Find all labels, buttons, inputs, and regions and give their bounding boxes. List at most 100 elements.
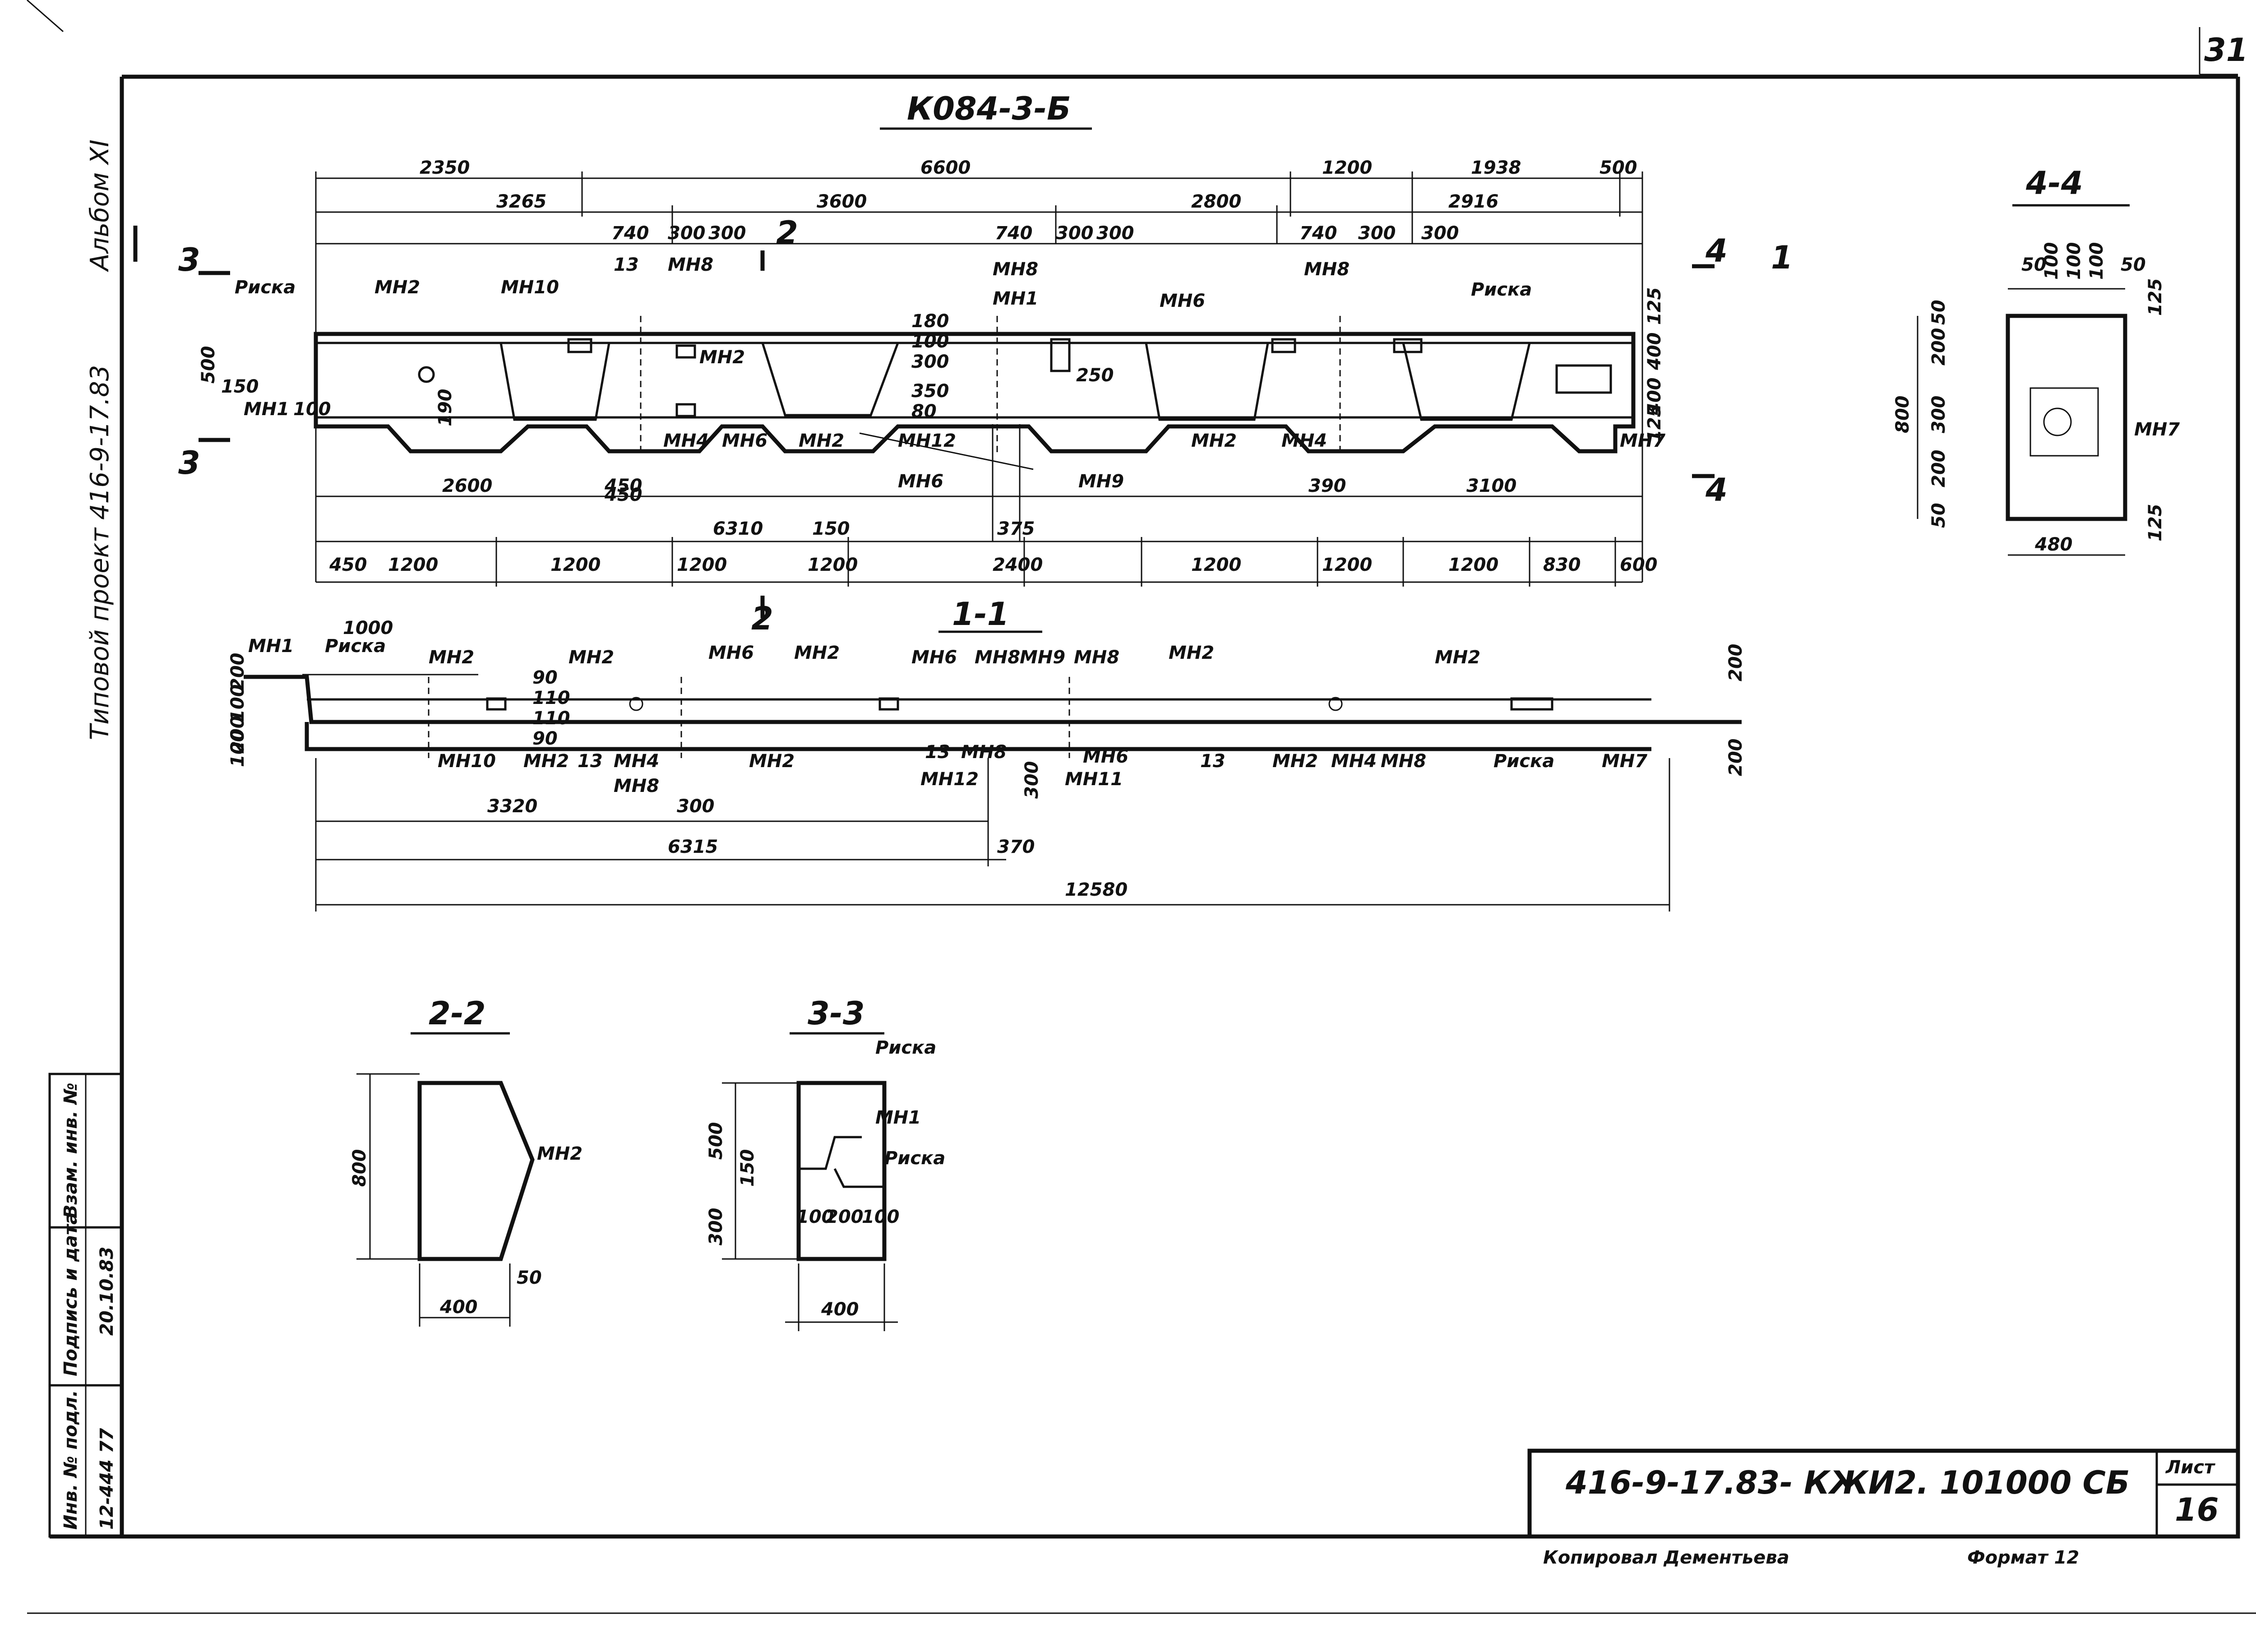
stamp-code: 416-9-17.83- КЖИ2. 101000 СБ [1565, 1464, 2130, 1501]
sec44-dim-13: 125 [2145, 278, 2166, 316]
sec33-dim-500: 500 [706, 1122, 726, 1160]
dim-side-10: 400 [1644, 333, 1665, 371]
section-4-4-title: 4-4 [2025, 165, 2083, 202]
sec22-dim-50: 50 [517, 1268, 542, 1288]
sec44-dim-3: 100 [2064, 242, 2085, 280]
section-mark-4a: 4 [1705, 232, 1728, 269]
left-stamp: Инв. № подл. Подпись и дата Взам. инв. №… [48, 1073, 123, 1538]
dim-row3-4: 740 [995, 223, 1033, 244]
dim-bot3-4: 1200 [677, 555, 727, 575]
sec33-riska-a: Риска [875, 1037, 936, 1058]
dim-row2-1: 3265 [496, 191, 546, 212]
left-stamp-date-value: 20.10.83 [97, 1247, 117, 1336]
title-block: 416-9-17.83- КЖИ2. 101000 СБ Лист 16 Коп… [1527, 1448, 2240, 1568]
sec11-mn2-h: МН2 [1272, 751, 1318, 772]
sec22-label-mn2: МН2 [537, 1143, 582, 1164]
section-1-1: 1-1 МН1 Риска МН2 МН2 МН6 МН2 МН6 МН8 МН… [227, 596, 1746, 912]
sec11-mn2-b: МН2 [569, 647, 614, 668]
sec11-riska-b: Риска [1493, 751, 1554, 772]
label-mn6-c: МН6 [1160, 291, 1205, 311]
sec11-mn8-b: МН8 [1074, 647, 1119, 668]
sec11-dim-300: 300 [677, 796, 715, 817]
dim-top-4: 1938 [1471, 157, 1521, 178]
sec11-dim-3320: 3320 [487, 796, 537, 817]
label-13-a: 13 [614, 255, 639, 275]
sec44-dim-1: 50 [2021, 255, 2047, 275]
label-mn10: МН10 [501, 277, 559, 298]
sec11-dim-370: 370 [997, 837, 1035, 857]
sec44-dim-6: 50 [1928, 300, 1949, 325]
dim-side-5: 100 [911, 331, 949, 352]
section-1-1-title: 1-1 [952, 596, 1009, 633]
sec11-mn2-d: МН2 [1169, 643, 1214, 663]
sec33-dim-300: 300 [706, 1208, 726, 1246]
sec11-dim-g: 90 [532, 728, 558, 749]
sec11-mn2-a: МН2 [429, 647, 474, 668]
sec11-dim-c: 200 [227, 716, 248, 754]
sec44-label-mn7: МН7 [2134, 419, 2180, 440]
sec22-dim-400: 400 [439, 1297, 478, 1318]
sec44-dim-4: 100 [2086, 242, 2107, 280]
sec11-13-b: 13 [925, 742, 950, 763]
dim-row3-1: 740 [611, 223, 649, 244]
dim-side-11: 400 [1644, 378, 1665, 416]
sec11-mn4-b: МН4 [1331, 751, 1377, 772]
sec11-mn10: МН10 [438, 751, 496, 772]
sec33-dim-100b: 100 [862, 1207, 900, 1227]
sec11-mn2-c: МН2 [794, 643, 840, 663]
dim-bot-2: 450 [604, 476, 643, 496]
stamp-sheet-label: Лист [2165, 1457, 2216, 1478]
dim-side-2: 150 [221, 376, 259, 397]
label-mn2-c: МН2 [799, 430, 844, 451]
dim-row3-5: 300 [1056, 223, 1094, 244]
sec11-riska: Риска [325, 636, 386, 657]
label-mn1-b: МН1 [993, 288, 1038, 309]
sec11-mn8-e: МН8 [1381, 751, 1426, 772]
sec11-13-c: 13 [1200, 751, 1225, 772]
dim-row3-8: 300 [1358, 223, 1396, 244]
dim-top-1: 2350 [420, 157, 470, 178]
dim-row2-3: 2800 [1191, 191, 1241, 212]
stamp-copied-by: Копировал Дементьева [1543, 1547, 1789, 1568]
sec11-mn12: МН12 [920, 769, 979, 790]
sec44-dim-10: 50 [1928, 503, 1949, 528]
dim-side-3: 100 [293, 399, 331, 420]
dim-bot3-6: 2400 [993, 555, 1043, 575]
sec33-dim-100a: 100 [796, 1207, 834, 1227]
section-2-2: 2-2 800 400 50 МН2 [349, 995, 582, 1327]
dim-side-8: 80 [911, 401, 937, 422]
sec11-dim-6315: 6315 [668, 837, 718, 857]
dim-row3-2: 300 [668, 223, 706, 244]
sec33-dim-400: 400 [821, 1299, 859, 1320]
dim-bot3-11: 600 [1620, 555, 1658, 575]
dim-side-6: 300 [911, 352, 949, 372]
dim-row2-2: 3600 [817, 191, 867, 212]
label-mn8-c: МН8 [1304, 259, 1350, 280]
project-label: Типовой проект 416-9-17.83 [85, 365, 115, 740]
sec33-dim-200: 200 [826, 1207, 864, 1227]
dim-bot-3: 390 [1308, 476, 1346, 496]
section-mark-1a: 1 [1771, 239, 1793, 276]
sec11-dim-1000: 1000 [343, 618, 393, 639]
dim-side-1: 500 [198, 346, 219, 384]
sec11-dim-100: 100 [227, 730, 248, 768]
sec11-dim-300b: 300 [1022, 761, 1042, 799]
sec44-dim-12: 480 [2034, 534, 2073, 555]
dim-bot-1: 2600 [442, 476, 492, 496]
dim-top-2: 6600 [920, 157, 971, 178]
label-riska-top: Риска [235, 277, 296, 298]
sec44-dim-14: 125 [2145, 504, 2166, 542]
label-mn4-b: МН4 [1281, 430, 1327, 451]
section-mark-3a: 3 [178, 241, 200, 278]
dim-150: 150 [812, 518, 850, 539]
dim-side-9: 125 [1644, 287, 1665, 325]
dim-side-14: 250 [1076, 365, 1114, 386]
dim-bot3-2: 1200 [388, 555, 438, 575]
dim-side-13: 190 [435, 389, 456, 427]
sec11-mn9: МН9 [1020, 647, 1065, 668]
sec33-mn1: МН1 [875, 1107, 921, 1128]
left-stamp-sign: Подпись и дата [60, 1212, 81, 1376]
dim-row3-3: 300 [708, 223, 746, 244]
